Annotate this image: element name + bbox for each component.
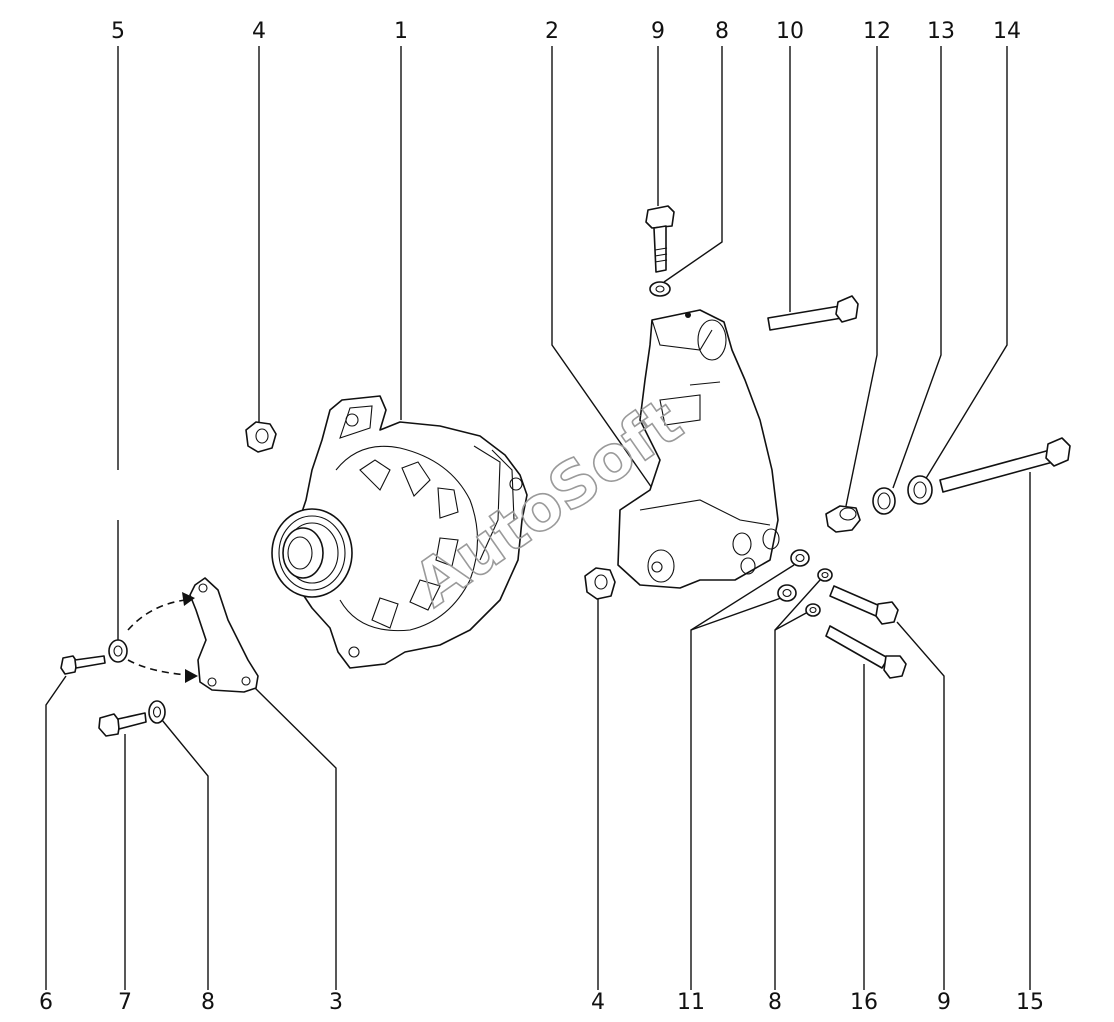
leader-8-top [663, 46, 723, 283]
washer-8-top [649, 281, 671, 297]
leader-2 [551, 46, 653, 489]
washer-8-bottom-a [817, 568, 833, 582]
washer-11-b [777, 584, 797, 602]
callout-9-top: 9 [651, 19, 665, 44]
callout-16: 16 [850, 990, 878, 1015]
callout-15: 15 [1016, 990, 1044, 1015]
bolt-9-bottom [829, 585, 899, 625]
leader-3 [254, 687, 337, 990]
callout-7: 7 [118, 990, 132, 1015]
callout-2: 2 [545, 19, 559, 44]
sleeve-14 [907, 475, 933, 505]
callout-8-bottom: 8 [768, 990, 782, 1015]
washer-5 [108, 639, 128, 663]
bolt-7 [98, 712, 147, 737]
callout-10: 10 [776, 19, 804, 44]
leader-12 [845, 46, 878, 507]
alternator [271, 395, 528, 669]
mounting-bracket [617, 309, 780, 589]
callout-1: 1 [394, 19, 408, 44]
callout-12: 12 [863, 19, 891, 44]
washer-8-left [148, 700, 166, 724]
nut-4-bottom [584, 567, 616, 600]
leader-8-left [161, 719, 209, 990]
leader-6 [45, 675, 67, 990]
leader-lines [45, 46, 1031, 990]
callout-11: 11 [677, 990, 705, 1015]
callout-4-top: 4 [252, 19, 266, 44]
screw-6 [60, 655, 106, 675]
assembly-arrows [127, 592, 198, 683]
callout-13: 13 [927, 19, 955, 44]
bush-12 [825, 505, 861, 533]
bolt-15 [939, 437, 1071, 493]
callouts-bottom: 6 7 8 3 4 11 8 16 9 15 [39, 990, 1044, 1015]
bracket-plate [189, 577, 259, 693]
sleeve-13 [872, 487, 896, 515]
leader-8-bottom-a [774, 579, 821, 990]
leader-13 [892, 46, 942, 489]
washer-8-bottom-b [805, 603, 821, 617]
callout-3: 3 [329, 990, 343, 1015]
bolt-16 [825, 625, 907, 679]
leader-8-bottom-b [774, 611, 809, 631]
leader-11-b [690, 597, 782, 631]
callout-8-left: 8 [201, 990, 215, 1015]
washer-11-a [790, 549, 810, 567]
callout-8-top: 8 [715, 19, 729, 44]
callout-6: 6 [39, 990, 53, 1015]
callout-14: 14 [993, 19, 1021, 44]
callout-9-bottom: 9 [937, 990, 951, 1015]
callout-5-top: 5 [111, 19, 125, 44]
nut-4-top [245, 421, 277, 453]
callouts-top: 5 4 1 2 9 8 10 12 13 14 [111, 19, 1021, 44]
leader-9-bottom [896, 621, 945, 990]
leader-14 [924, 46, 1008, 481]
callout-4-bottom: 4 [591, 990, 605, 1015]
bolt-9-top [645, 205, 675, 273]
bolt-10 [767, 295, 859, 331]
